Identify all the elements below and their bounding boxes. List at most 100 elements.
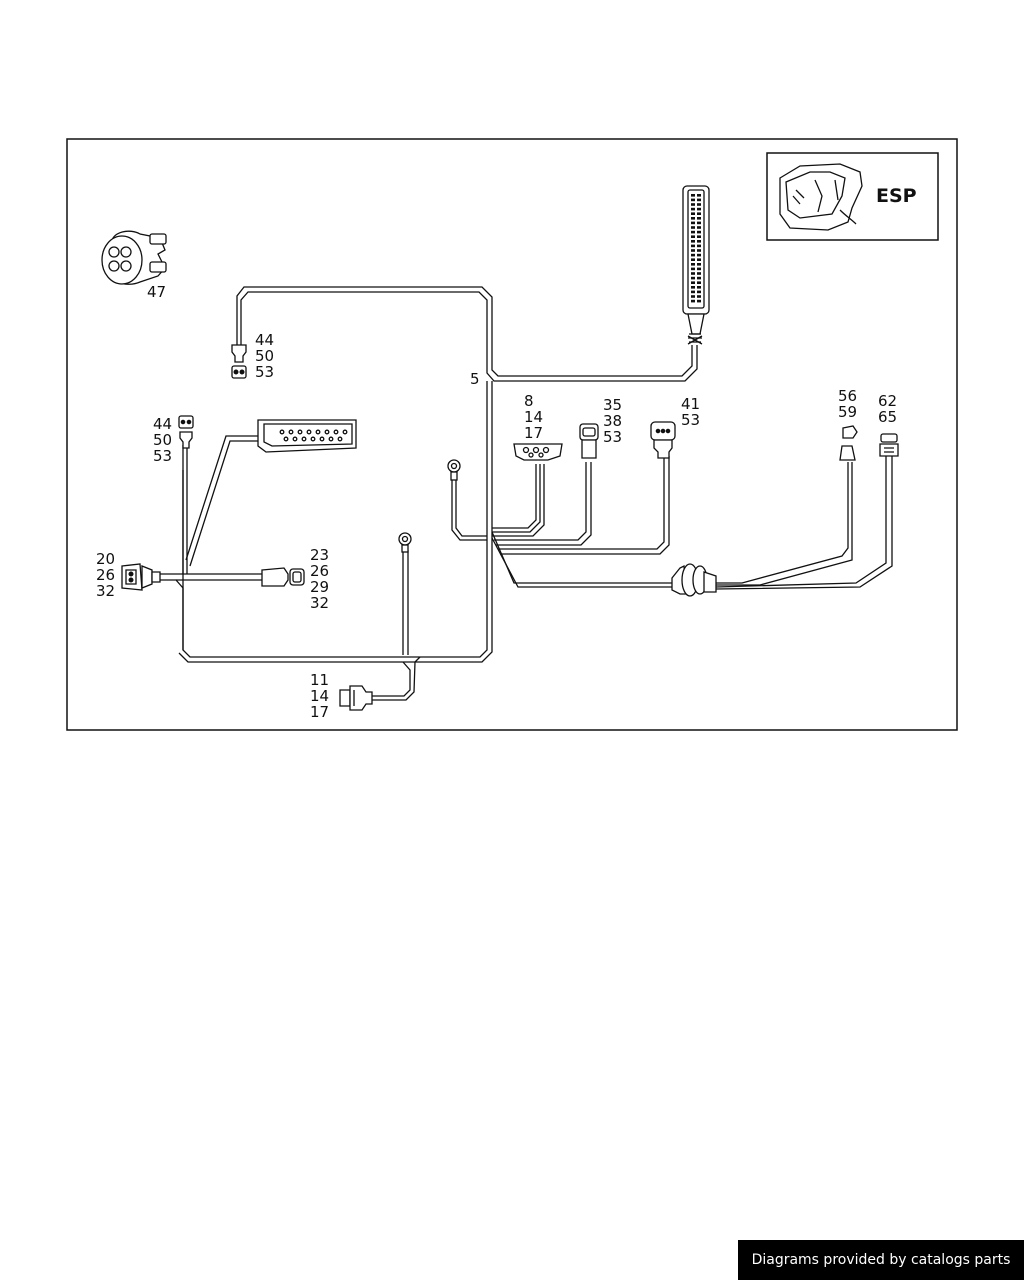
ecu-pin bbox=[697, 286, 701, 289]
ecu-pin bbox=[691, 235, 695, 238]
ecu-pin bbox=[697, 217, 701, 220]
svg-text:38: 38 bbox=[603, 412, 622, 430]
ecu-pin bbox=[697, 290, 701, 294]
ecu-pin bbox=[697, 194, 701, 197]
callout-62-65: 62 65 bbox=[878, 392, 897, 426]
ecu-pin bbox=[697, 221, 701, 225]
svg-text:50: 50 bbox=[153, 431, 172, 449]
callout-56-59: 56 59 bbox=[838, 387, 857, 421]
dsub-pin bbox=[328, 436, 334, 442]
ecu-pin bbox=[691, 281, 695, 284]
ecu-pin bbox=[697, 207, 701, 211]
ecu-pin bbox=[691, 290, 695, 294]
svg-text:8: 8 bbox=[524, 392, 534, 410]
esp-badge: ESP bbox=[876, 185, 917, 207]
svg-text:44: 44 bbox=[255, 331, 274, 349]
svg-text:35: 35 bbox=[603, 396, 622, 414]
ecu-pin bbox=[691, 240, 695, 243]
svg-text:20: 20 bbox=[96, 550, 115, 568]
svg-text:26: 26 bbox=[96, 566, 115, 584]
ecu-pin bbox=[691, 226, 695, 229]
ecu-pin bbox=[697, 226, 701, 229]
ecu-pin bbox=[691, 217, 695, 220]
ecu-pin bbox=[697, 267, 701, 271]
callout-11-14-17: 11 14 17 bbox=[310, 671, 329, 721]
dsub-pin bbox=[297, 429, 303, 435]
ecu-pin bbox=[697, 249, 701, 252]
dsub-pin bbox=[337, 436, 343, 442]
connector-44-50-53-left bbox=[178, 415, 194, 449]
connector-56-59 bbox=[839, 425, 858, 461]
svg-text:53: 53 bbox=[153, 447, 172, 465]
ecu-pin bbox=[691, 249, 695, 252]
connector-35-38-53 bbox=[579, 423, 599, 459]
callout-47: 47 bbox=[147, 283, 166, 301]
connector-20-26-32 bbox=[121, 563, 161, 591]
ecu-pin bbox=[697, 198, 701, 202]
ecu-pin bbox=[691, 198, 695, 202]
svg-text:26: 26 bbox=[310, 562, 329, 580]
svg-text:14: 14 bbox=[310, 687, 329, 705]
ground-eyelet-lower bbox=[398, 532, 412, 553]
attribution-banner: Diagrams provided by catalogs parts bbox=[738, 1240, 1024, 1280]
connector-8-14-17 bbox=[513, 443, 563, 461]
ground-eyelet-upper bbox=[447, 459, 461, 481]
ecu-pin bbox=[691, 194, 695, 197]
esp-vehicle-inset: ESP bbox=[766, 152, 939, 241]
dsub-pin bbox=[292, 436, 298, 442]
svg-text:32: 32 bbox=[96, 582, 115, 600]
dsub-pin bbox=[283, 436, 289, 442]
svg-text:47: 47 bbox=[147, 283, 166, 301]
callout-20-26-32: 20 26 32 bbox=[96, 550, 115, 600]
dsub-pin bbox=[306, 429, 312, 435]
dsub-pin bbox=[342, 429, 348, 435]
wire-grommet bbox=[671, 563, 717, 597]
callout-8-14-17: 8 14 17 bbox=[524, 392, 543, 442]
ecu-pin bbox=[691, 272, 695, 275]
ecu-pin bbox=[697, 244, 701, 248]
svg-text:53: 53 bbox=[255, 363, 274, 381]
ecu-pin bbox=[697, 281, 701, 284]
ecu-pin bbox=[691, 258, 695, 261]
ecu-pin bbox=[697, 272, 701, 275]
callout-41-53: 41 53 bbox=[681, 395, 700, 429]
connector-23-26-29-32 bbox=[261, 567, 305, 587]
connector-41-53 bbox=[650, 421, 676, 459]
svg-text:14: 14 bbox=[524, 408, 543, 426]
ecu-pin bbox=[697, 299, 701, 303]
ecu-pin bbox=[697, 235, 701, 238]
svg-text:29: 29 bbox=[310, 578, 329, 596]
callout-44-50-53-upper: 44 50 53 bbox=[255, 331, 274, 381]
ecu-pin bbox=[697, 230, 701, 234]
callout-5: 5 bbox=[470, 370, 480, 388]
svg-text:17: 17 bbox=[524, 424, 543, 442]
round-connector-47 bbox=[101, 230, 167, 285]
dsub-pin bbox=[319, 436, 325, 442]
ecu-pin bbox=[691, 207, 695, 211]
callout-44-50-53-left: 44 50 53 bbox=[153, 415, 172, 465]
svg-text:41: 41 bbox=[681, 395, 700, 413]
svg-text:32: 32 bbox=[310, 594, 329, 612]
dsub-pin bbox=[301, 436, 307, 442]
attribution-text: Diagrams provided by catalogs parts bbox=[751, 1252, 1011, 1268]
ecu-pin bbox=[691, 253, 695, 257]
svg-text:50: 50 bbox=[255, 347, 274, 365]
svg-text:65: 65 bbox=[878, 408, 897, 426]
callout-23-26-29-32: 23 26 29 32 bbox=[310, 546, 329, 612]
dsub-pin bbox=[310, 436, 316, 442]
connector-11-14-17 bbox=[339, 685, 373, 711]
ecu-pin bbox=[697, 263, 701, 266]
svg-text:53: 53 bbox=[681, 411, 700, 429]
ecu-pin bbox=[697, 203, 701, 206]
ecu-pin bbox=[691, 230, 695, 234]
ecu-pin bbox=[697, 253, 701, 257]
wire-harness bbox=[160, 286, 893, 701]
dsub-pin bbox=[288, 429, 294, 435]
ecu-pin bbox=[691, 276, 695, 280]
svg-text:56: 56 bbox=[838, 387, 857, 405]
callout-35-38-53: 35 38 53 bbox=[603, 396, 622, 446]
svg-text:5: 5 bbox=[470, 370, 480, 388]
ecu-pin bbox=[691, 212, 695, 215]
connector-62-65 bbox=[879, 433, 899, 457]
